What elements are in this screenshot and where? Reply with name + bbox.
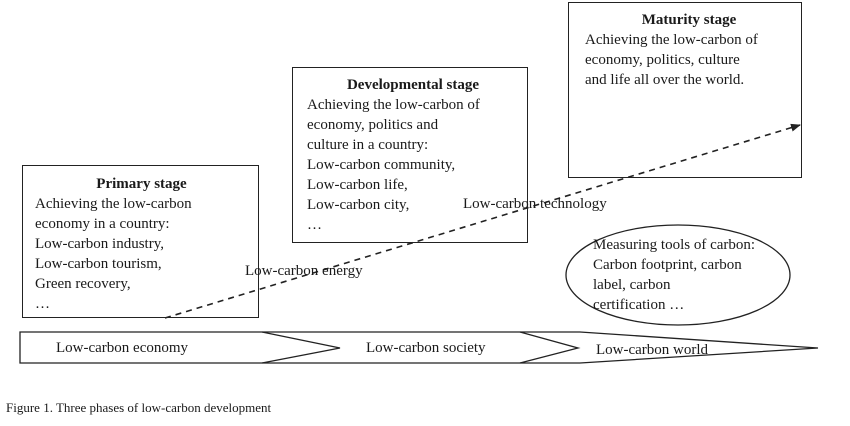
maturity-stage-title: Maturity stage xyxy=(641,12,737,28)
developmental-stage-line: Low-carbon community, xyxy=(307,157,456,173)
developmental-stage-box: Developmental stage Achieving the low-ca… xyxy=(292,67,528,243)
maturity-stage-line: and life all over the world. xyxy=(585,72,745,88)
primary-stage-line: Green recovery, xyxy=(35,276,131,292)
developmental-stage-line: Achieving the low-carbon of xyxy=(307,97,480,113)
timeline-society-label: Low-carbon society xyxy=(366,340,486,356)
measuring-tools-text: Measuring tools of carbon: Carbon footpr… xyxy=(593,235,755,315)
primary-stage-line: Low-carbon tourism, xyxy=(35,256,162,272)
developmental-stage-line: culture in a country: xyxy=(307,137,429,153)
low-carbon-technology-label: Low-carbon technology xyxy=(463,196,607,212)
measuring-tools-line: certification … xyxy=(593,297,685,313)
developmental-stage-line: Low-carbon life, xyxy=(307,177,408,193)
primary-stage-box: Primary stage Achieving the low-carbon e… xyxy=(22,165,259,318)
primary-stage-line: economy in a country: xyxy=(35,216,170,232)
timeline-outline xyxy=(19,331,819,364)
primary-stage-line: Low-carbon industry, xyxy=(35,236,164,252)
maturity-stage-line: economy, politics, culture xyxy=(585,52,740,68)
developmental-stage-line: … xyxy=(307,217,322,233)
measuring-tools-line: label, carbon xyxy=(593,277,671,293)
primary-stage-line: … xyxy=(35,296,50,312)
timeline-divider-2 xyxy=(519,331,581,364)
timeline-economy-label: Low-carbon economy xyxy=(56,340,189,356)
primary-stage-line: Achieving the low-carbon xyxy=(35,196,192,212)
developmental-stage-line: economy, politics and xyxy=(307,117,439,133)
timeline-divider-1 xyxy=(261,331,341,364)
low-carbon-energy-label: Low-carbon energy xyxy=(245,263,363,279)
maturity-stage-box: Maturity stage Achieving the low-carbon … xyxy=(568,2,802,178)
timeline-world-label: Low-carbon world xyxy=(596,342,709,358)
measuring-tools-line: Carbon footprint, carbon xyxy=(593,257,742,273)
developmental-stage-title: Developmental stage xyxy=(346,77,480,93)
maturity-stage-line: Achieving the low-carbon of xyxy=(585,32,758,48)
measuring-tools-line: Measuring tools of carbon: xyxy=(593,237,756,253)
primary-stage-title: Primary stage xyxy=(96,176,187,192)
figure-caption: Figure 1. Three phases of low-carbon dev… xyxy=(6,400,272,415)
